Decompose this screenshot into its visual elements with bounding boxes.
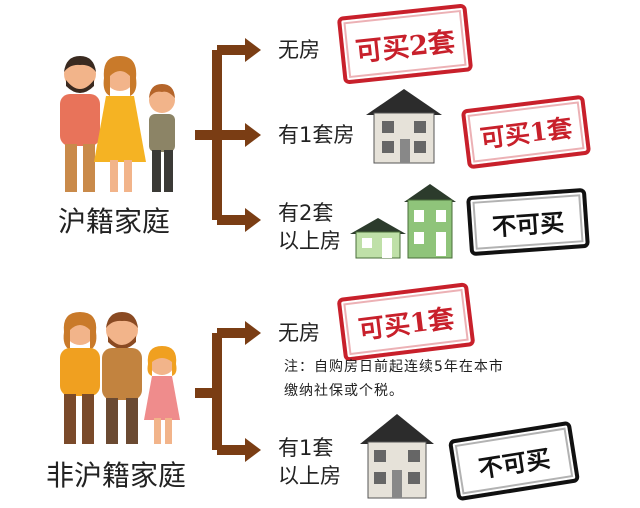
nonlocal-family-label: 非沪籍家庭 [46, 459, 187, 492]
local-option-no-house: 无房 [278, 38, 320, 62]
nonlocal-option-one-plus-line1: 有1套 [278, 436, 334, 460]
stamp-nonlocal-can-buy-1: 可买1套 [336, 282, 476, 362]
local-branch-arrows [195, 38, 261, 232]
stamp-local-cannot-buy: 不可买 [466, 187, 590, 257]
local-option-one-house: 有1套房 [278, 123, 355, 147]
local-family-label: 沪籍家庭 [58, 205, 171, 238]
stamp-local-can-buy-1: 可买1套 [460, 94, 592, 170]
house-icon [366, 89, 442, 164]
house-icon [360, 414, 434, 499]
stamp-nonlocal-cannot-buy: 不可买 [447, 420, 581, 502]
stamp-local-can-buy-2: 可买2套 [336, 3, 474, 85]
nonlocal-option-one-plus-line2: 以上房 [278, 464, 341, 488]
nonlocal-family-icon [60, 312, 180, 444]
house-icon [350, 184, 456, 259]
local-option-two-plus-line1: 有2套 [278, 201, 334, 225]
nonlocal-note-line1: 注：自购房日前起连续5年在本市 [284, 359, 504, 375]
local-family-icon [60, 56, 175, 192]
nonlocal-note-line2: 缴纳社保或个税。 [284, 383, 404, 399]
nonlocal-branch-arrows [195, 321, 261, 462]
nonlocal-option-no-house: 无房 [278, 321, 320, 345]
local-option-two-plus-line2: 以上房 [278, 229, 341, 253]
